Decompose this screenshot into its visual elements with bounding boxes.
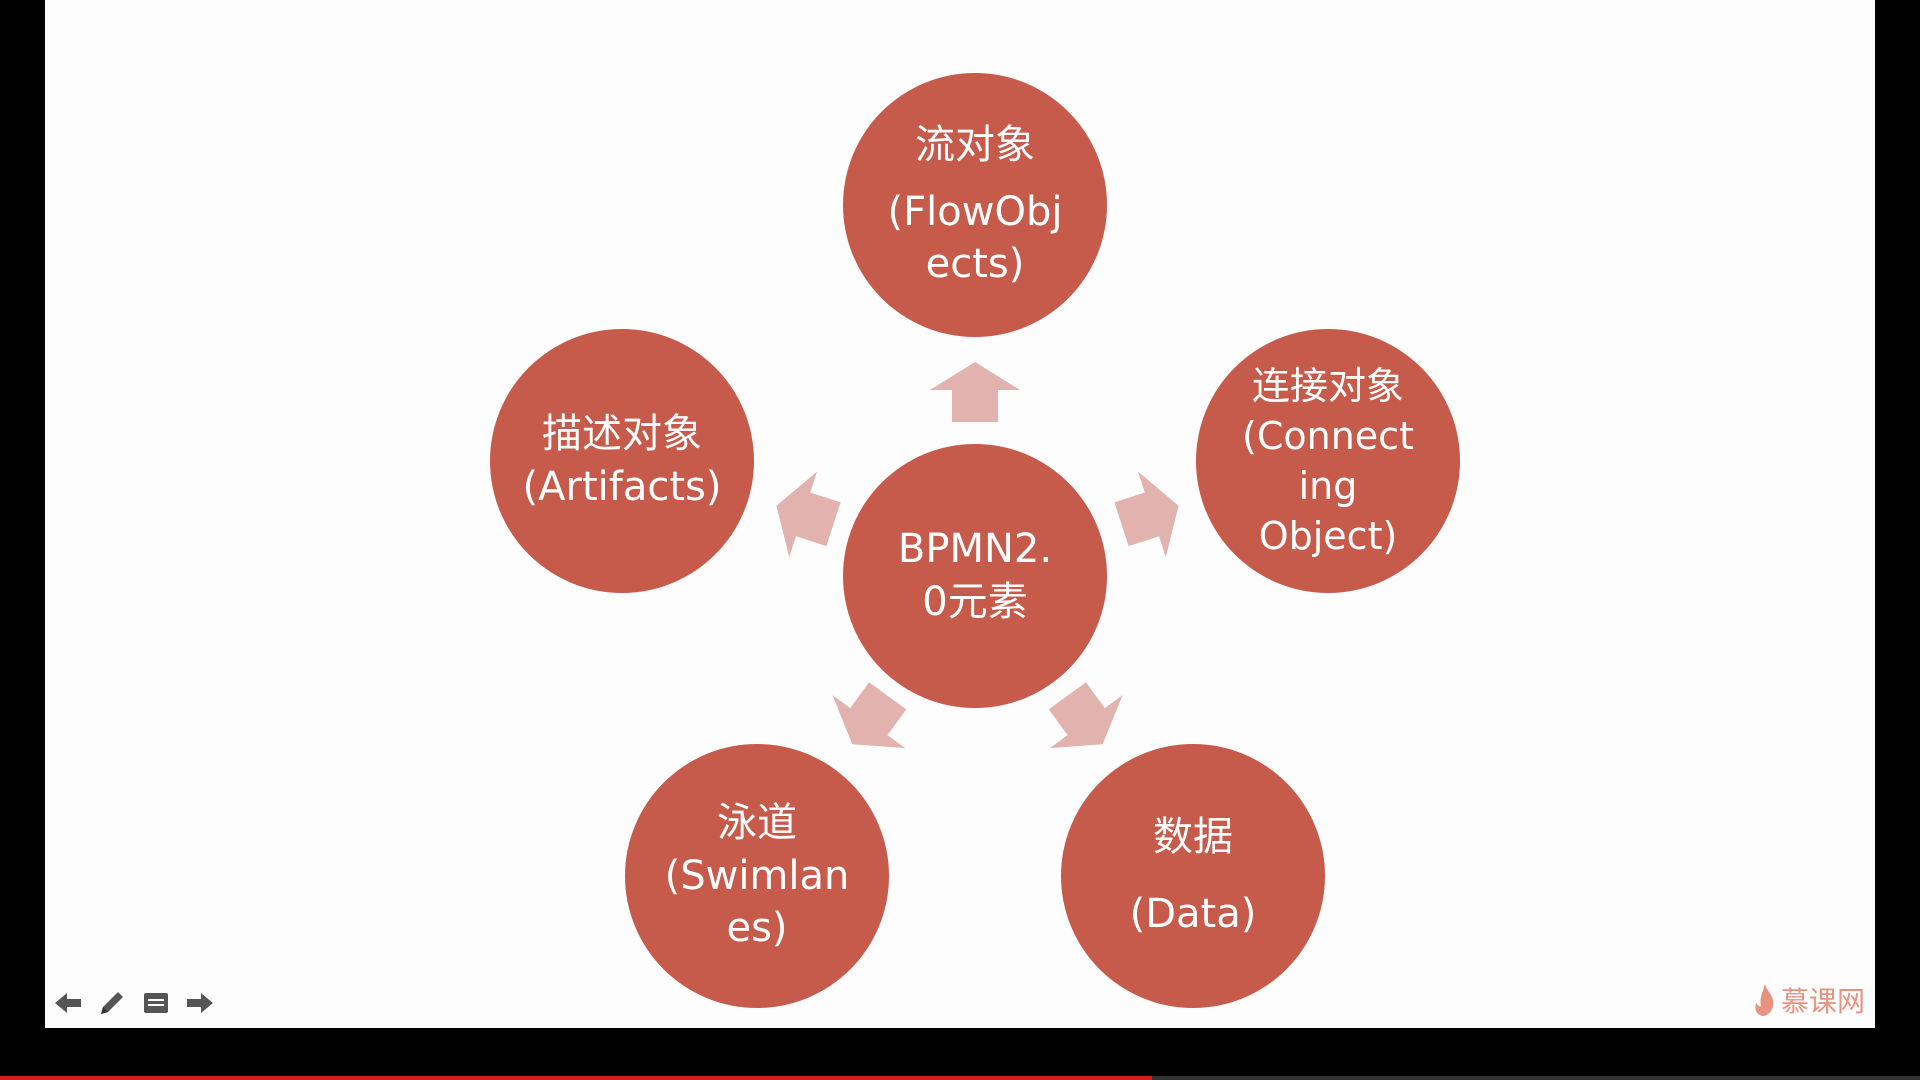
node-bottom-left-line2: (Swimlan bbox=[664, 852, 850, 899]
node-center-line2: 0元素 bbox=[922, 579, 1028, 625]
logo-text: 慕课网 bbox=[1780, 985, 1865, 1018]
node-center-bpmn: BPMN2. 0元素 bbox=[843, 444, 1107, 708]
arrow-upper-left bbox=[763, 463, 848, 567]
node-bottom-right-line1: 数据 bbox=[1153, 814, 1233, 861]
node-right-line4: Object) bbox=[1258, 514, 1398, 559]
node-connecting-object: 连接对象 (Connect ing Object) bbox=[1196, 329, 1460, 593]
arrow-up bbox=[930, 362, 1020, 422]
node-top-line1: 流对象 bbox=[915, 121, 1035, 168]
node-bottom-left-line1: 泳道 bbox=[717, 799, 797, 846]
pen-icon[interactable] bbox=[97, 988, 127, 1018]
node-top-line2: (FlowObj bbox=[887, 188, 1063, 235]
slide-canvas: BPMN2. 0元素 流对象 (FlowObj ects) 连接对象 (Conn… bbox=[45, 0, 1875, 1028]
notes-icon[interactable] bbox=[141, 988, 171, 1018]
node-bottom-left-line3: es) bbox=[726, 905, 788, 952]
node-flow-objects: 流对象 (FlowObj ects) bbox=[843, 73, 1107, 337]
node-data: 数据 (Data) bbox=[1061, 744, 1325, 1008]
imooc-logo: 慕课网 bbox=[1753, 980, 1865, 1020]
node-left-line2: (Artifacts) bbox=[522, 464, 722, 510]
arrow-left-icon[interactable] bbox=[53, 988, 83, 1018]
arrow-right-icon[interactable] bbox=[185, 988, 215, 1018]
node-artifacts: 描述对象 (Artifacts) bbox=[490, 329, 754, 593]
video-progress-fill bbox=[0, 1076, 1152, 1080]
slideshow-toolbar bbox=[53, 988, 215, 1018]
flame-icon bbox=[1755, 984, 1774, 1016]
node-right-line3: ing bbox=[1298, 464, 1358, 508]
node-swimlanes: 泳道 (Swimlan es) bbox=[625, 744, 889, 1008]
arrow-lower-left bbox=[816, 669, 924, 770]
node-bottom-right-line2: (Data) bbox=[1129, 891, 1257, 937]
node-left-line1: 描述对象 bbox=[542, 411, 702, 458]
node-right-line2: (Connect bbox=[1242, 413, 1414, 458]
arrow-upper-right bbox=[1108, 463, 1193, 567]
node-center-line1: BPMN2. bbox=[897, 526, 1053, 573]
node-top-line3: ects) bbox=[925, 241, 1025, 288]
video-progress-bar[interactable] bbox=[0, 1076, 1920, 1080]
arrow-lower-right bbox=[1031, 669, 1139, 770]
node-right-line1: 连接对象 bbox=[1251, 363, 1404, 408]
